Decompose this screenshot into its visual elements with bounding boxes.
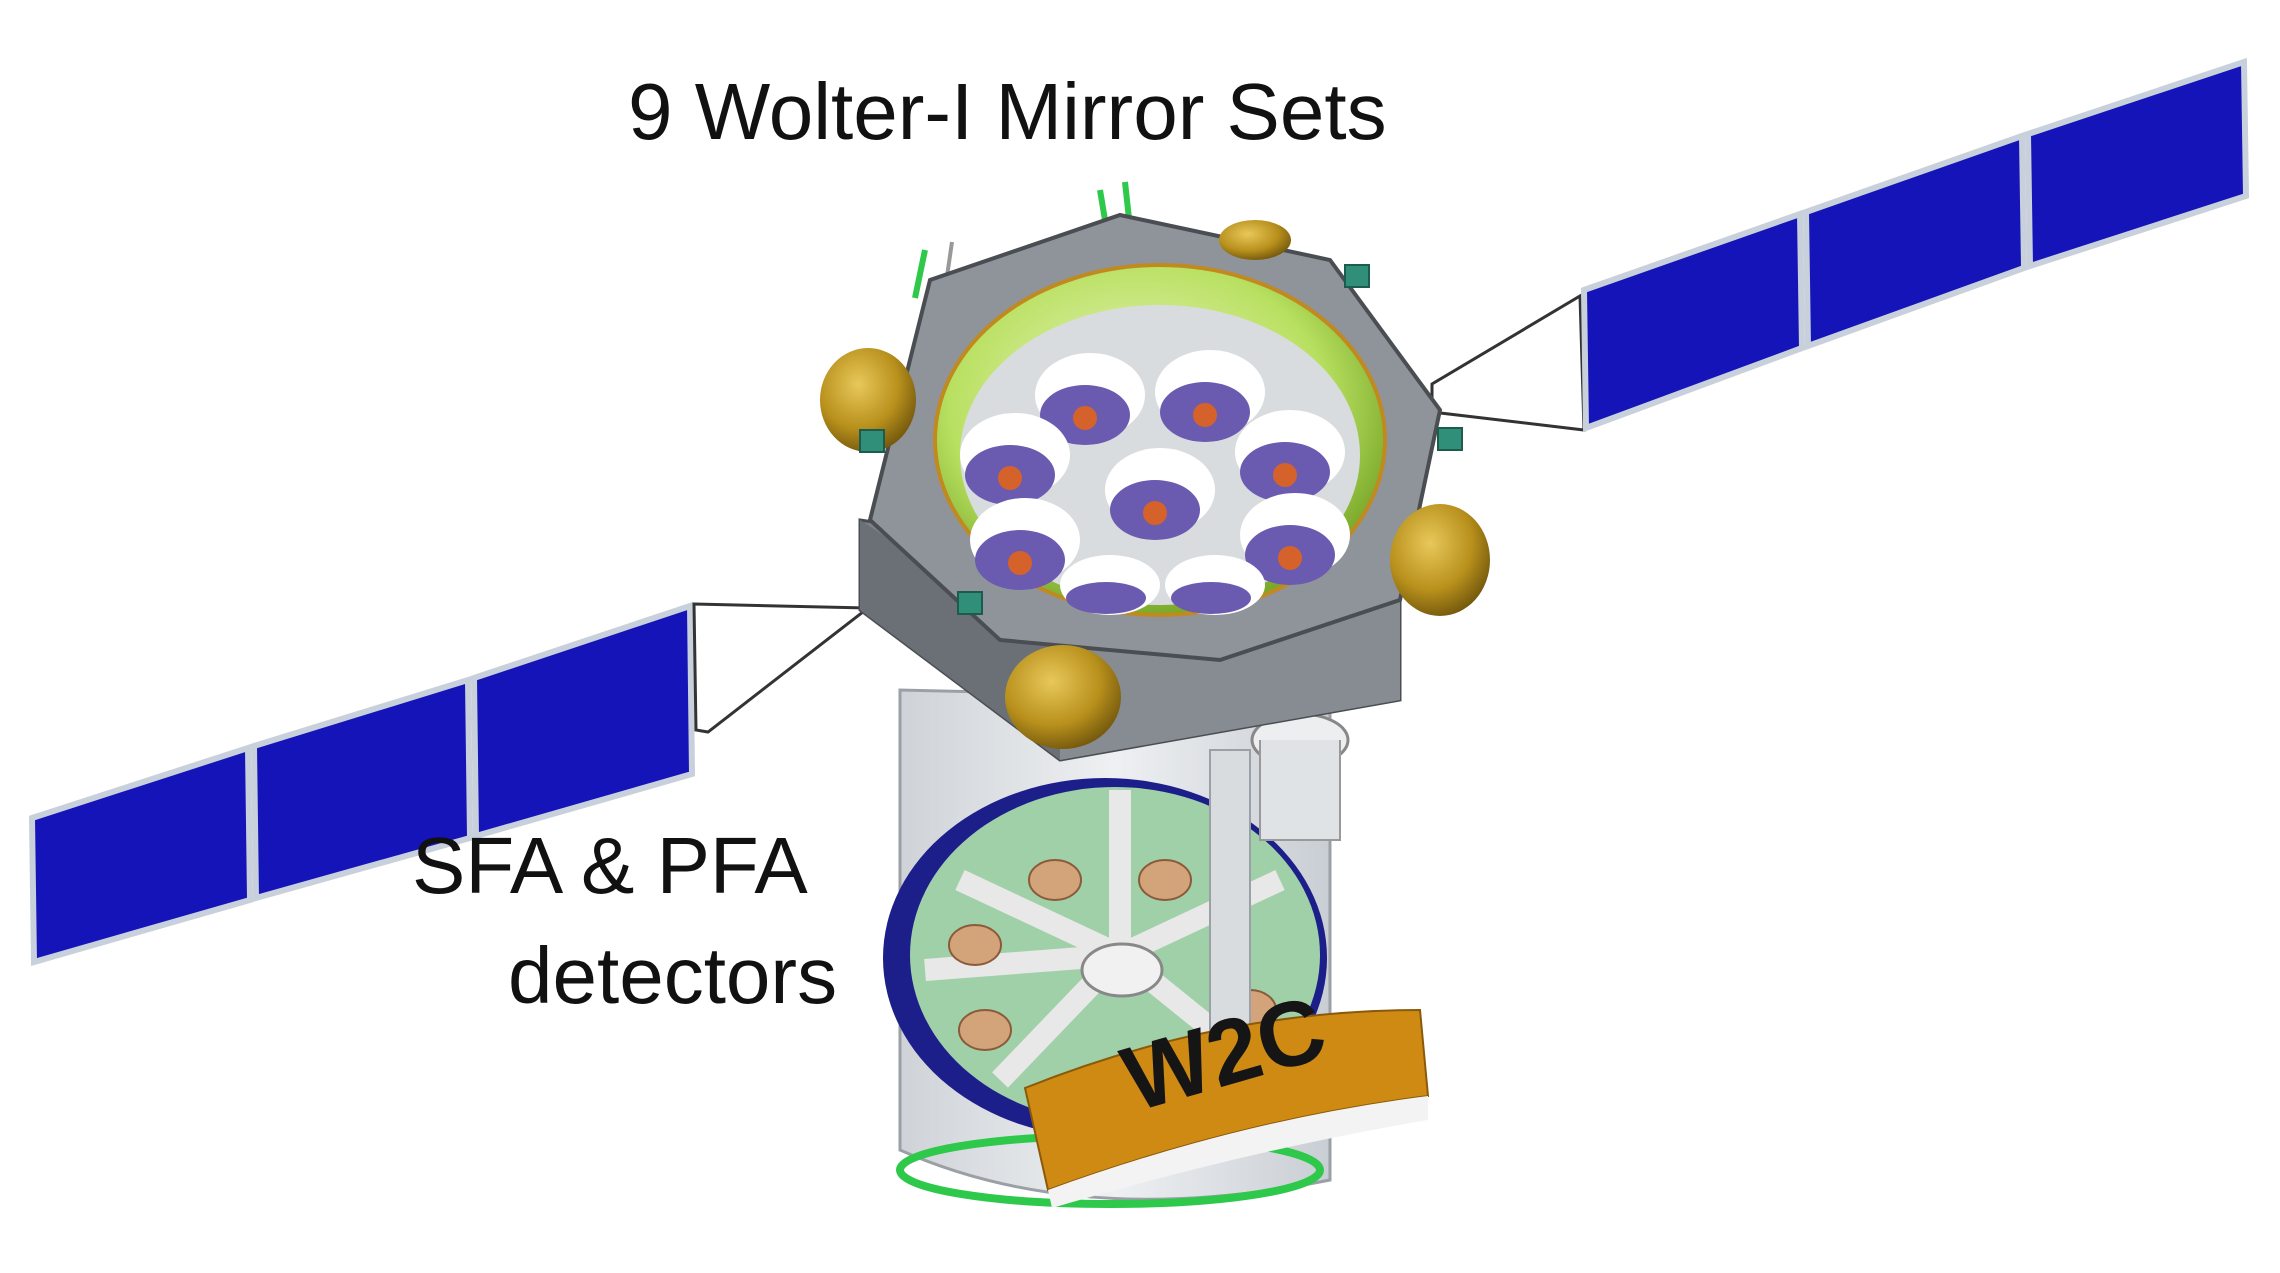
propellant-tanks (820, 220, 1490, 749)
detector-housing (883, 688, 1430, 1208)
thrusters (859, 264, 1463, 615)
propellant-tank-icon (820, 348, 916, 452)
left-solar-panel-3 (470, 601, 696, 840)
right-panel-strut (1430, 293, 1586, 432)
right-solar-array (1430, 57, 2250, 433)
mirror-module-icon (970, 498, 1080, 590)
propellant-tank-icon (1390, 504, 1490, 616)
left-solar-panel-2 (250, 675, 474, 902)
mirror-module-icon (1035, 353, 1145, 445)
propellant-tank-icon (1219, 220, 1291, 260)
mirror-module-icon (1155, 350, 1265, 442)
mirror-module-icon (1165, 555, 1265, 615)
mirror-module-icon (1240, 493, 1350, 585)
left-solar-panel-1 (28, 743, 254, 966)
mirror-sets-label: 9 Wolter-I Mirror Sets (628, 67, 1387, 156)
right-solar-panel-1 (1580, 209, 1806, 433)
detectors-label-line1: SFA & PFA (412, 821, 808, 910)
left-solar-array (28, 601, 873, 966)
mirror-module-icon (1060, 555, 1160, 615)
propellant-tank-icon (1005, 645, 1121, 749)
left-panel-strut (692, 602, 873, 734)
mirror-modules (960, 350, 1350, 615)
right-solar-panel-3 (2024, 57, 2250, 271)
mirror-module-icon (1105, 448, 1215, 540)
right-solar-panel-2 (1802, 131, 2028, 351)
mirror-module-icon (960, 413, 1070, 505)
detectors-label-line2: detectors (508, 931, 838, 1020)
mirror-module-icon (1235, 410, 1345, 502)
